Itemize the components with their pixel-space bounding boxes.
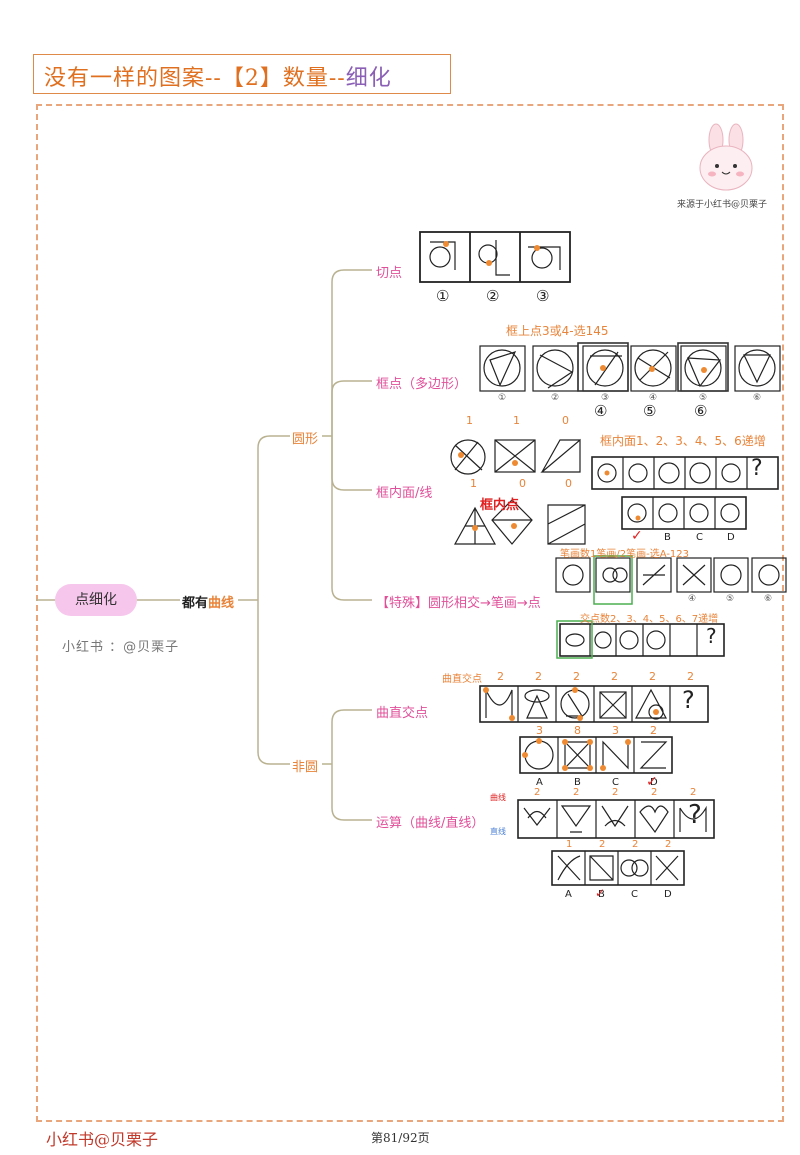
op-option-d: D [664,889,672,900]
frame-big-num-4: ④ [594,402,608,420]
level1-node: 都有曲线 [182,596,235,611]
op-option-c: C [631,889,638,900]
curve-count-3: 2 [573,670,580,683]
op-option-a: A [565,889,572,900]
curve-opt-count-d: 2 [650,724,657,737]
root-node: 点细化 [55,584,137,616]
op-option-b: B [598,889,605,900]
curve-check-icon: ✓ [646,774,658,790]
frame-small-num-5: ⑤ [699,393,708,403]
special-rule-intersections: 交点数2、3、4、5、6、7递增 [580,614,719,625]
curve-count-5: 2 [649,670,656,683]
op-count-5: 2 [690,787,697,798]
op-question-mark: ? [688,800,702,830]
special-rule-strokes: 笔画数1笔画/2笔画-选A-123 [560,549,690,560]
inner-rule: 框内面1、2、3、4、5、6递增 [600,434,766,448]
inner-point-label: 框内点 [480,498,520,513]
leaf-curve-straight: 曲直交点 [376,706,429,721]
curve-opt-count-a: 3 [536,724,543,737]
footer-watermark: 小红书@贝栗子 [46,1130,159,1149]
inner-count-bottom-2: 0 [519,477,526,490]
page-title: 没有一样的图案--【2】数量--细化 [44,66,392,91]
frame-small-num-4: ④ [649,393,658,403]
title-box [33,54,451,94]
curve-count-4: 2 [611,670,618,683]
op-opt-count-b: 2 [599,839,606,850]
op-count-4: 2 [651,787,658,798]
curve-label: 曲直交点 [442,674,482,685]
mascot-caption: 来源于小红书@贝栗子 [677,200,768,210]
root-note: 小红书 ：@贝栗子 [62,640,180,655]
circled-number-2: ② [486,287,500,305]
check-icon: ✓ [631,528,643,544]
op-check-icon: ✓ [595,886,606,900]
leaf-special: 【特殊】圆形相交→笔画→点 [376,596,541,611]
inner-option-d: D [727,532,735,543]
op-row-label-curve: 曲线 [490,793,506,802]
curve-count-6: 2 [687,670,694,683]
leaf-inner: 框内面/线 [376,486,433,501]
op-count-3: 2 [612,787,619,798]
curve-count-1: 2 [497,670,504,683]
op-row-label-straight: 直线 [490,827,506,836]
special-question-mark: ? [706,624,717,648]
leaf-operation: 运算（曲线/直线） [376,816,485,831]
special-num-6: ⑥ [764,594,773,604]
inner-count-top-3: 0 [562,414,569,427]
op-opt-count-a: 1 [566,839,573,850]
inner-option-b: B [664,532,671,543]
op-count-2: 2 [573,787,580,798]
special-num-5: ⑤ [726,594,735,604]
inner-option-c: C [696,532,703,543]
branch-nonround: 非圆 [292,760,319,775]
op-count-1: 2 [534,787,541,798]
frame-rule: 框上点3或4-选145 [506,324,609,338]
curve-option-a: A [536,777,543,788]
page-number: 第81/92页 [371,1131,430,1145]
curve-question-mark: ? [682,686,695,714]
inner-count-bottom-1: 1 [470,477,477,490]
curve-opt-count-c: 3 [612,724,619,737]
special-num-4: ④ [688,594,697,604]
curve-option-b: B [574,777,581,788]
inner-count-top-1: 1 [466,414,473,427]
op-opt-count-d: 2 [665,839,672,850]
frame-small-num-3: ③ [601,393,610,403]
branch-round: 圆形 [292,432,319,447]
circled-number-3: ③ [536,287,550,305]
leaf-frame-points: 框点（多边形） [376,377,468,392]
curve-option-c: C [612,777,619,788]
curve-option-d: D [650,777,658,788]
bunny-mascot-icon [699,123,753,191]
circled-number-1: ① [436,287,450,305]
leaf-tangent: 切点 [376,266,403,281]
curve-opt-count-b: 8 [574,724,581,737]
curve-count-2: 2 [535,670,542,683]
content-frame [36,104,784,1122]
frame-big-num-6: ⑥ [694,402,708,420]
op-opt-count-c: 2 [632,839,639,850]
inner-count-bottom-3: 0 [565,477,572,490]
frame-small-num-2: ② [551,393,560,403]
frame-small-num-1: ① [498,393,507,403]
inner-question-mark: ? [751,456,763,481]
frame-big-num-5: ⑤ [643,402,657,420]
inner-count-top-2: 1 [513,414,520,427]
frame-small-num-6: ⑥ [753,393,762,403]
